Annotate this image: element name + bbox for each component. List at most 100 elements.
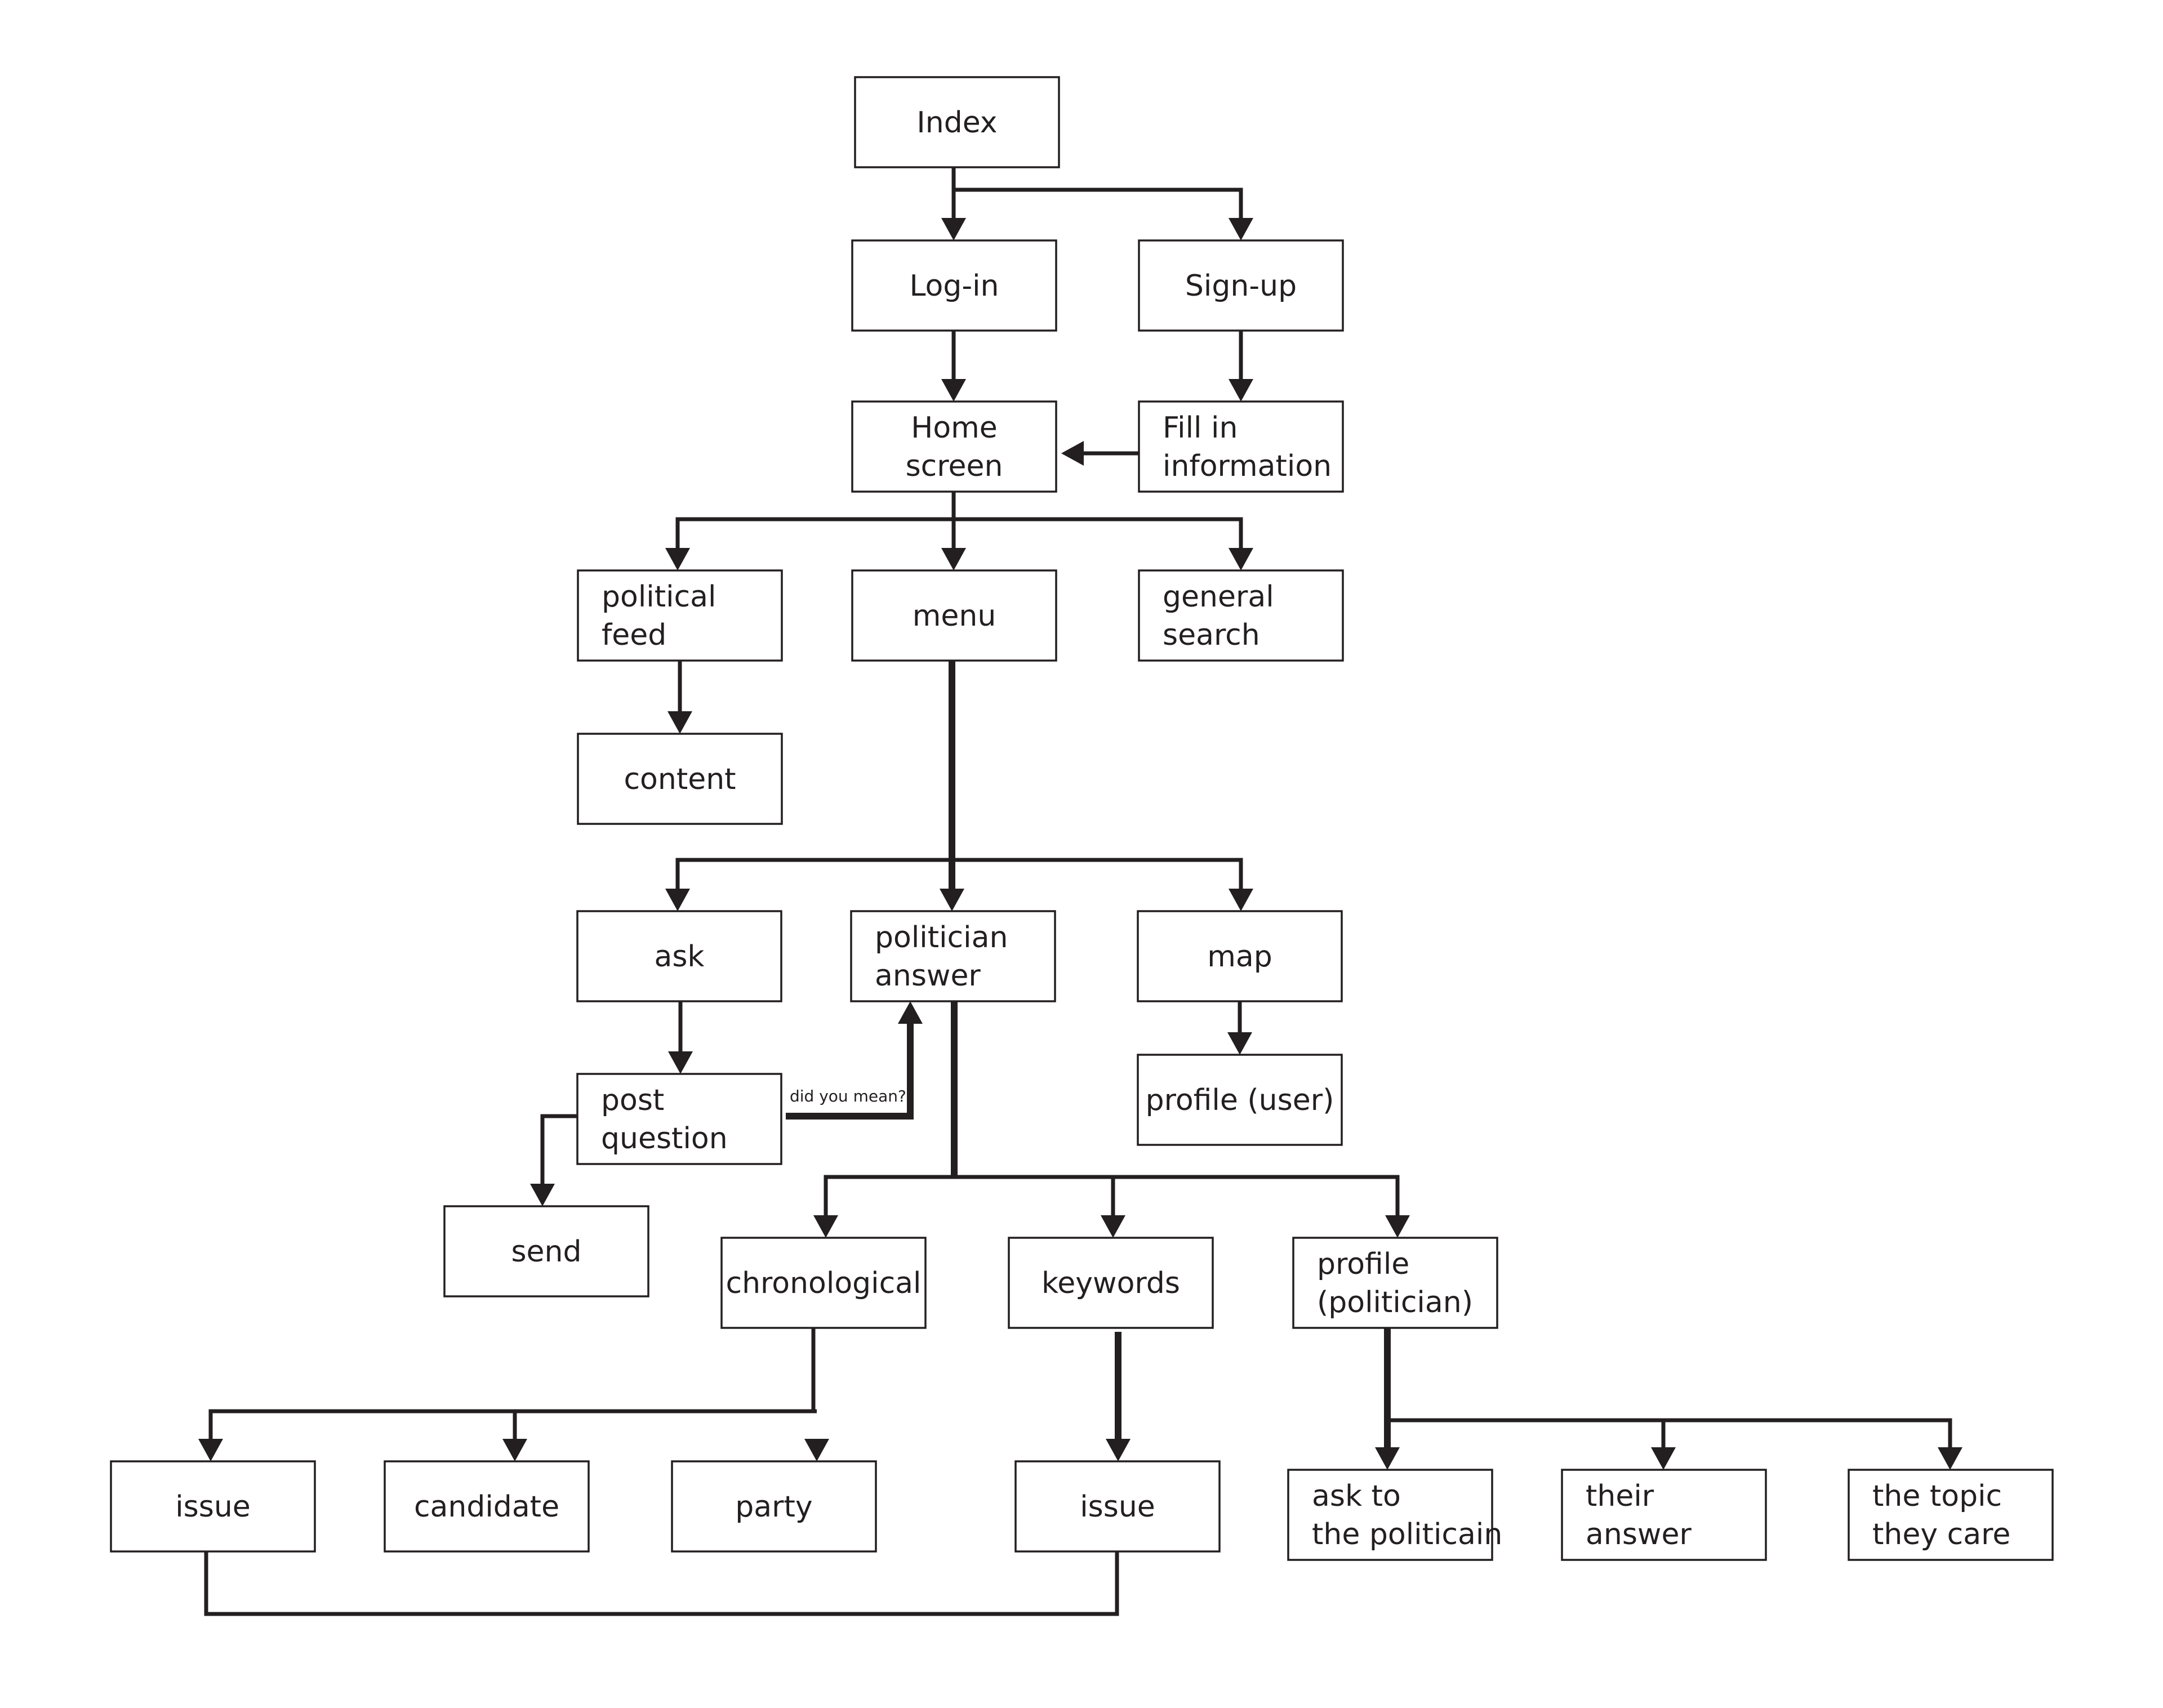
node-box bbox=[576, 1073, 782, 1165]
arrowhead bbox=[804, 1439, 829, 1461]
node-box bbox=[671, 1460, 877, 1553]
node-label: they care bbox=[1872, 1518, 2010, 1551]
node-issue1: issue bbox=[110, 1460, 316, 1553]
arrowhead bbox=[1229, 379, 1253, 402]
arrowhead bbox=[898, 1001, 923, 1024]
node-box bbox=[851, 239, 1057, 332]
node-box bbox=[1138, 400, 1344, 493]
node-box bbox=[110, 1460, 316, 1553]
arrowhead bbox=[665, 889, 690, 911]
node-label: the politicain bbox=[1312, 1518, 1502, 1551]
node-label: political bbox=[602, 580, 716, 614]
node-label: profile (user) bbox=[1146, 1083, 1334, 1117]
connector-line bbox=[675, 858, 1243, 890]
node-candidate: candidate bbox=[384, 1460, 590, 1553]
node-label: map bbox=[1207, 940, 1272, 974]
node-box bbox=[1287, 1469, 1493, 1561]
arrowhead bbox=[1938, 1447, 1962, 1470]
node-ask: ask bbox=[576, 910, 782, 1002]
node-label: their bbox=[1586, 1479, 1654, 1513]
node-box bbox=[1008, 1237, 1214, 1329]
node-box bbox=[1138, 239, 1344, 332]
node-label: answer bbox=[1586, 1518, 1692, 1551]
node-map: map bbox=[1137, 910, 1343, 1002]
node-issue2: issue bbox=[1014, 1460, 1221, 1553]
node-label: ask bbox=[654, 940, 704, 974]
node-box bbox=[720, 1237, 927, 1329]
node-box bbox=[1137, 910, 1343, 1002]
node-label: profile bbox=[1317, 1247, 1409, 1281]
node-post: post question bbox=[576, 1073, 782, 1165]
node-send: send bbox=[443, 1205, 649, 1297]
arrowhead bbox=[1227, 1032, 1252, 1055]
node-box bbox=[850, 910, 1056, 1002]
node-label: information bbox=[1163, 449, 1332, 483]
arrowhead bbox=[1375, 1447, 1400, 1470]
node-label: party bbox=[735, 1490, 812, 1524]
arrowhead bbox=[941, 218, 966, 240]
node-box bbox=[1848, 1469, 2054, 1561]
node-label: the topic bbox=[1872, 1479, 2002, 1513]
arrowhead bbox=[1101, 1215, 1125, 1238]
node-box bbox=[851, 400, 1057, 493]
node-label: post bbox=[601, 1083, 664, 1117]
arrowhead bbox=[940, 889, 964, 911]
node-topic: the topic they care bbox=[1848, 1469, 2054, 1561]
node-party: party bbox=[671, 1460, 877, 1553]
node-index: Index bbox=[854, 76, 1060, 168]
arrowhead bbox=[1229, 548, 1253, 570]
node-profile-pol: profile (politician) bbox=[1292, 1237, 1498, 1329]
connector-line bbox=[540, 1114, 577, 1185]
node-box bbox=[576, 910, 782, 1002]
edge-label-did-you-mean: did you mean? bbox=[790, 1087, 906, 1105]
node-box bbox=[577, 733, 783, 825]
arrowhead bbox=[1106, 1439, 1131, 1461]
node-label: Sign-up bbox=[1185, 269, 1297, 303]
node-box bbox=[851, 569, 1057, 662]
node-label: keywords bbox=[1042, 1266, 1180, 1300]
node-label: content bbox=[624, 762, 736, 796]
node-box bbox=[1292, 1237, 1498, 1329]
node-label: general bbox=[1163, 580, 1274, 614]
connector-line bbox=[204, 1551, 1119, 1616]
arrowhead bbox=[1229, 218, 1253, 240]
node-label: issue bbox=[175, 1490, 251, 1524]
node-keywords: keywords bbox=[1008, 1237, 1214, 1329]
arrowhead bbox=[941, 379, 966, 402]
node-box bbox=[854, 76, 1060, 168]
node-label: menu bbox=[913, 599, 996, 633]
edges-layer bbox=[198, 167, 1962, 1616]
node-login: Log-in bbox=[851, 239, 1057, 332]
node-profile-user: profile (user) bbox=[1137, 1054, 1343, 1146]
connector-line bbox=[1387, 1418, 1952, 1449]
node-label: issue bbox=[1080, 1490, 1155, 1524]
node-label: Fill in bbox=[1163, 411, 1238, 445]
connector-thick bbox=[786, 1024, 914, 1120]
node-box bbox=[577, 569, 783, 662]
node-label: ask to bbox=[1312, 1479, 1401, 1513]
connector-line bbox=[954, 188, 1243, 220]
node-label: politician bbox=[875, 921, 1008, 955]
node-label: (politician) bbox=[1317, 1286, 1473, 1319]
node-box bbox=[1137, 1054, 1343, 1146]
node-label: question bbox=[601, 1122, 728, 1156]
node-box bbox=[1014, 1460, 1221, 1553]
node-signup: Sign-up bbox=[1138, 239, 1344, 332]
node-label: chronological bbox=[726, 1266, 922, 1300]
arrowhead bbox=[530, 1184, 555, 1206]
node-box bbox=[1561, 1469, 1767, 1561]
node-content: content bbox=[577, 733, 783, 825]
node-menu: menu bbox=[851, 569, 1057, 662]
arrowhead bbox=[1061, 441, 1084, 466]
arrowhead bbox=[1385, 1215, 1410, 1238]
node-box bbox=[384, 1460, 590, 1553]
node-chrono: chronological bbox=[720, 1237, 927, 1329]
node-fill: Fill in information bbox=[1138, 400, 1344, 493]
arrowhead bbox=[813, 1215, 838, 1238]
node-label: Home bbox=[911, 411, 998, 445]
node-box bbox=[1138, 569, 1344, 662]
connector-line bbox=[208, 1409, 817, 1441]
